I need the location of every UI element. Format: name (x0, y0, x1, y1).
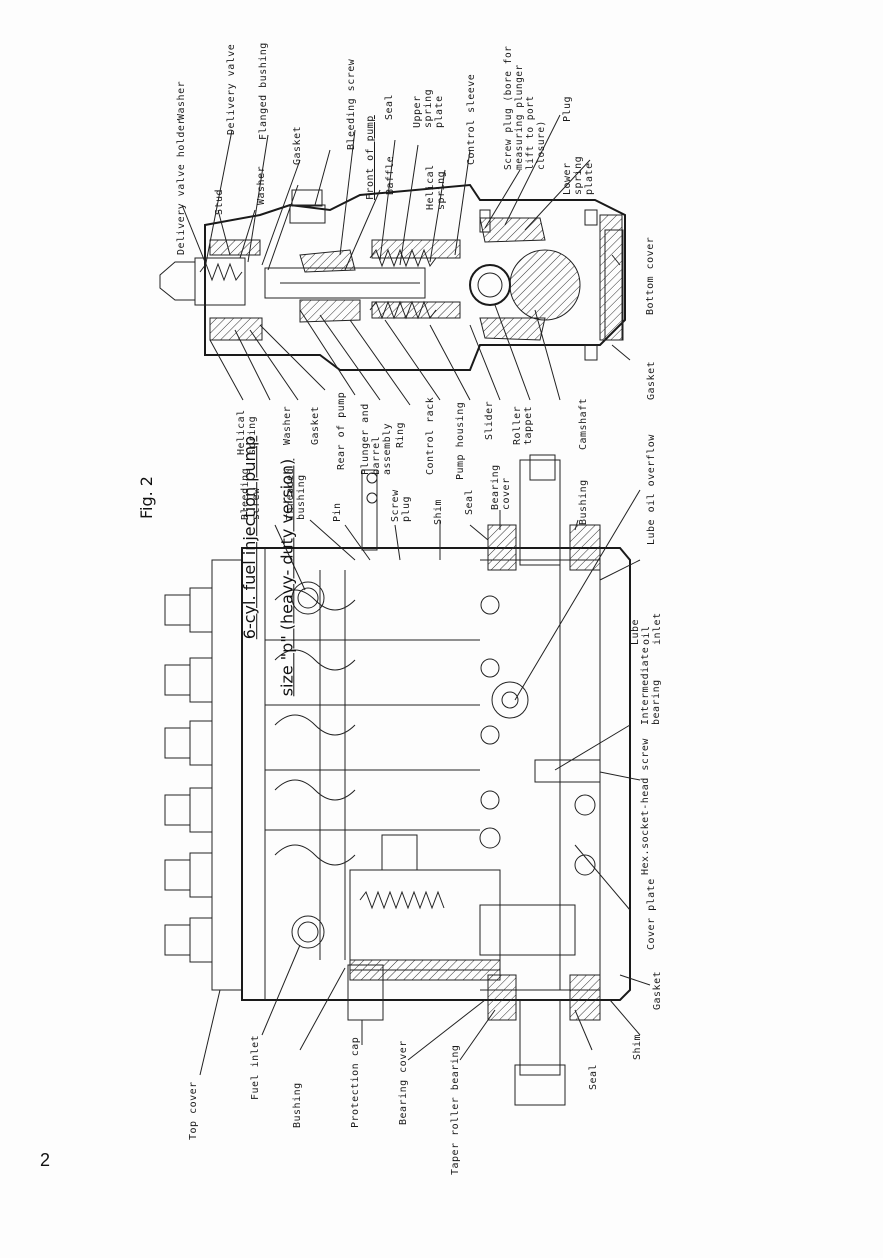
label-baffle: Baffle (385, 155, 396, 195)
label-seal-mid: Seal (464, 488, 475, 515)
label-bearing-cover-bottom: Bearing cover (398, 1040, 409, 1125)
label-flanged-bushing: Flanged bushing (258, 42, 269, 140)
side-view (164, 454, 651, 1106)
label-lube-oil-overflow: Lube oil overflow (646, 434, 657, 545)
label-gasket-right: Gasket (646, 360, 657, 400)
label-slider: Slider (484, 400, 495, 440)
label-screw-plug-bore: Screw plug (bore for measuring plunger l… (503, 45, 547, 170)
label-plunger-barrel: Plunger and barrel assembly (360, 403, 393, 475)
label-control-sleeve: Control sleeve (466, 73, 477, 165)
figure-title-line1: 6-cyl. fuel injection pump (240, 435, 260, 640)
label-plug: Plug (562, 95, 573, 122)
label-pump-housing: Pump housing (455, 401, 466, 480)
label-hex-socket-head-screw: Hex.socket-head screw (640, 738, 651, 875)
label-top-cover: Top cover (188, 1081, 199, 1140)
page-number: 2 (40, 1150, 51, 1170)
label-roller-tappet: Roller tappet (512, 405, 534, 445)
delivery-valve-holders (164, 587, 213, 963)
label-helical-spring-top: Helical spring (425, 164, 447, 210)
label-gasket-mid: Gasket (310, 405, 321, 445)
label-washer-top: Washer (176, 80, 187, 120)
label-bleeding-screw-top: Bleeding screw (346, 58, 357, 150)
label-protection-cap: Protection cap (350, 1036, 361, 1128)
label-bottom-cover: Bottom cover (645, 236, 656, 315)
label-taper-roller-bearing: Taper roller bearing (450, 1044, 461, 1175)
label-lower-spring-plate: Lower spring plate (562, 155, 595, 195)
label-intermediate-bearing: Intermediate bearing (640, 646, 662, 725)
label-screw-plug-mid: Screw plug (390, 489, 412, 522)
label-helical-spring-mid: Helical spring (236, 409, 258, 455)
label-shim-bottom: Shim (632, 1033, 643, 1060)
label-bearing-cover-mid: Bearing cover (490, 464, 512, 510)
label-pin: Pin (332, 502, 343, 522)
label-delivery-valve-holder: Delivery valve holder (176, 118, 187, 255)
label-gasket-top: Gasket (292, 125, 303, 165)
label-upper-spring-plate: Upper spring plate (412, 88, 445, 128)
label-shim-mid: Shim (433, 498, 444, 525)
label-rear-of-pump: Rear of pump (336, 391, 347, 470)
label-bushing-mid: Bushing (578, 479, 589, 525)
label-seal-top: Seal (384, 93, 395, 120)
figure-number: Fig. 2 (137, 476, 156, 519)
label-ring: Ring (395, 421, 406, 448)
label-washer-top-2: Washer (256, 165, 267, 205)
label-bushing-bottom: Bushing (292, 1082, 303, 1128)
label-washer-mid: Washer (282, 405, 293, 445)
label-threaded-bushing: Threaded bushing (285, 467, 307, 520)
label-gasket-bottom: Gasket (652, 970, 663, 1010)
label-cover-plate: Cover plate (646, 878, 657, 950)
label-control-rack: Control rack (425, 396, 436, 475)
label-stud: Stud (214, 188, 225, 215)
label-front-of-pump: Front of pump (365, 115, 376, 200)
label-lube-oil-inlet: Lube oil inlet (630, 612, 663, 645)
cross-section-view (159, 114, 631, 406)
label-delivery-valve: Delivery valve (226, 43, 237, 135)
label-seal-bottom: Seal (588, 1063, 599, 1090)
label-bleeding-screw-mid: Bleeding screw (240, 467, 262, 520)
label-camshaft: Camshaft (578, 397, 589, 450)
label-fuel-inlet: Fuel inlet (250, 1034, 261, 1100)
